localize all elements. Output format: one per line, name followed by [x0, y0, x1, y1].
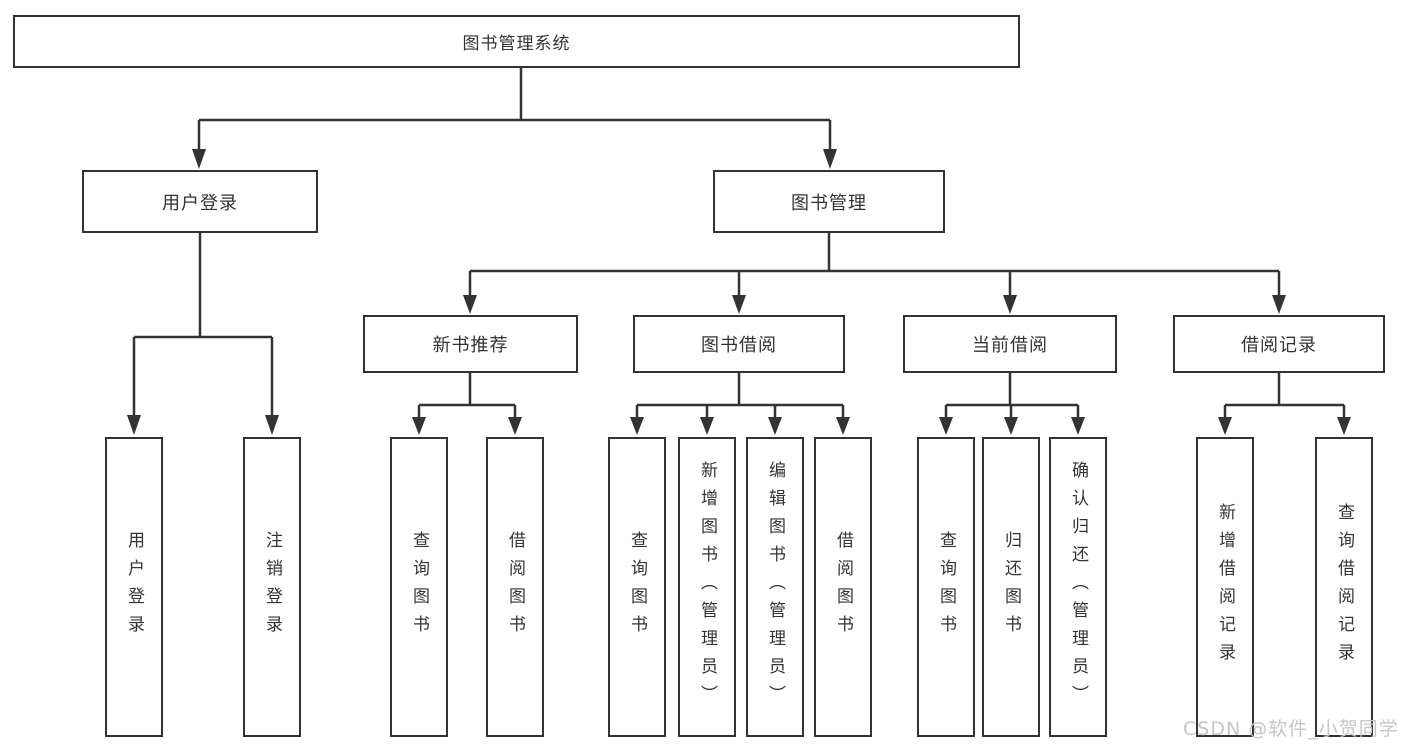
node-current-borrow-label: 当前借阅 — [972, 335, 1048, 356]
arrowheads-book-management — [463, 295, 1286, 314]
leaf-logout: 注销登录 — [243, 437, 301, 737]
leaf-query-borrow-record-label: 查询借阅记录 — [1334, 503, 1354, 671]
arrowheads-borrow-records — [1218, 417, 1351, 435]
arrowheads-new-book-recommend — [412, 417, 522, 435]
node-book-borrow: 图书借阅 — [633, 315, 845, 373]
leaf-confirm-return-admin-label: 确认归还（管理员） — [1068, 461, 1088, 713]
leaf-query-books-current-label: 查询图书 — [936, 531, 956, 643]
node-current-borrow: 当前借阅 — [903, 315, 1117, 373]
leaf-user-login-label: 用户登录 — [124, 531, 144, 643]
leaf-query-books-recommend-label: 查询图书 — [409, 531, 429, 643]
leaf-edit-book-admin: 编辑图书（管理员） — [746, 437, 804, 737]
node-book-management: 图书管理 — [713, 170, 945, 233]
node-new-book-recommend: 新书推荐 — [363, 315, 578, 373]
leaf-add-book-admin-label: 新增图书（管理员） — [697, 461, 717, 713]
connector-book-management — [468, 233, 1281, 297]
leaf-query-books-current: 查询图书 — [917, 437, 975, 737]
connector-borrow-records — [1223, 373, 1346, 419]
node-new-book-recommend-label: 新书推荐 — [432, 335, 509, 356]
connector-user-login — [132, 233, 274, 417]
node-book-borrow-label: 图书借阅 — [701, 335, 777, 356]
connector-root — [197, 68, 832, 151]
connector-new-book-recommend — [417, 373, 517, 419]
leaf-return-book-label: 归还图书 — [1001, 531, 1021, 643]
leaf-user-login: 用户登录 — [105, 437, 163, 737]
leaf-add-borrow-record-label: 新增借阅记录 — [1215, 503, 1235, 671]
leaf-logout-label: 注销登录 — [262, 531, 282, 643]
leaf-query-books-borrow-label: 查询图书 — [627, 531, 647, 643]
node-user-login: 用户登录 — [82, 170, 318, 233]
leaf-add-book-admin: 新增图书（管理员） — [678, 437, 736, 737]
arrowheads-user-login — [127, 415, 279, 435]
connector-current-borrow — [944, 373, 1080, 419]
node-user-login-label: 用户登录 — [162, 192, 238, 214]
leaf-borrow-books-recommend: 借阅图书 — [486, 437, 544, 737]
leaf-borrow-books-label: 借阅图书 — [833, 531, 853, 643]
leaf-add-borrow-record: 新增借阅记录 — [1196, 437, 1254, 737]
leaf-query-borrow-record: 查询借阅记录 — [1315, 437, 1373, 737]
leaf-return-book: 归还图书 — [982, 437, 1040, 737]
csdn-watermark: CSDN @软件_小贺同学 — [1183, 718, 1399, 740]
leaf-query-books-recommend: 查询图书 — [390, 437, 448, 737]
node-borrow-records-label: 借阅记录 — [1241, 335, 1317, 356]
leaf-borrow-books-recommend-label: 借阅图书 — [505, 531, 525, 643]
arrowheads-current-borrow — [939, 417, 1085, 435]
leaf-borrow-books: 借阅图书 — [814, 437, 872, 737]
arrowheads-root — [192, 149, 837, 169]
leaf-confirm-return-admin: 确认归还（管理员） — [1049, 437, 1107, 737]
arrowheads-book-borrow — [630, 417, 850, 435]
leaf-edit-book-admin-label: 编辑图书（管理员） — [765, 461, 785, 713]
connector-book-borrow — [635, 373, 845, 419]
leaf-query-books-borrow: 查询图书 — [608, 437, 666, 737]
node-book-management-label: 图书管理 — [791, 192, 867, 214]
node-system-root-label: 图书管理系统 — [462, 34, 571, 54]
node-borrow-records: 借阅记录 — [1173, 315, 1385, 373]
node-system-root: 图书管理系统 — [13, 15, 1020, 68]
